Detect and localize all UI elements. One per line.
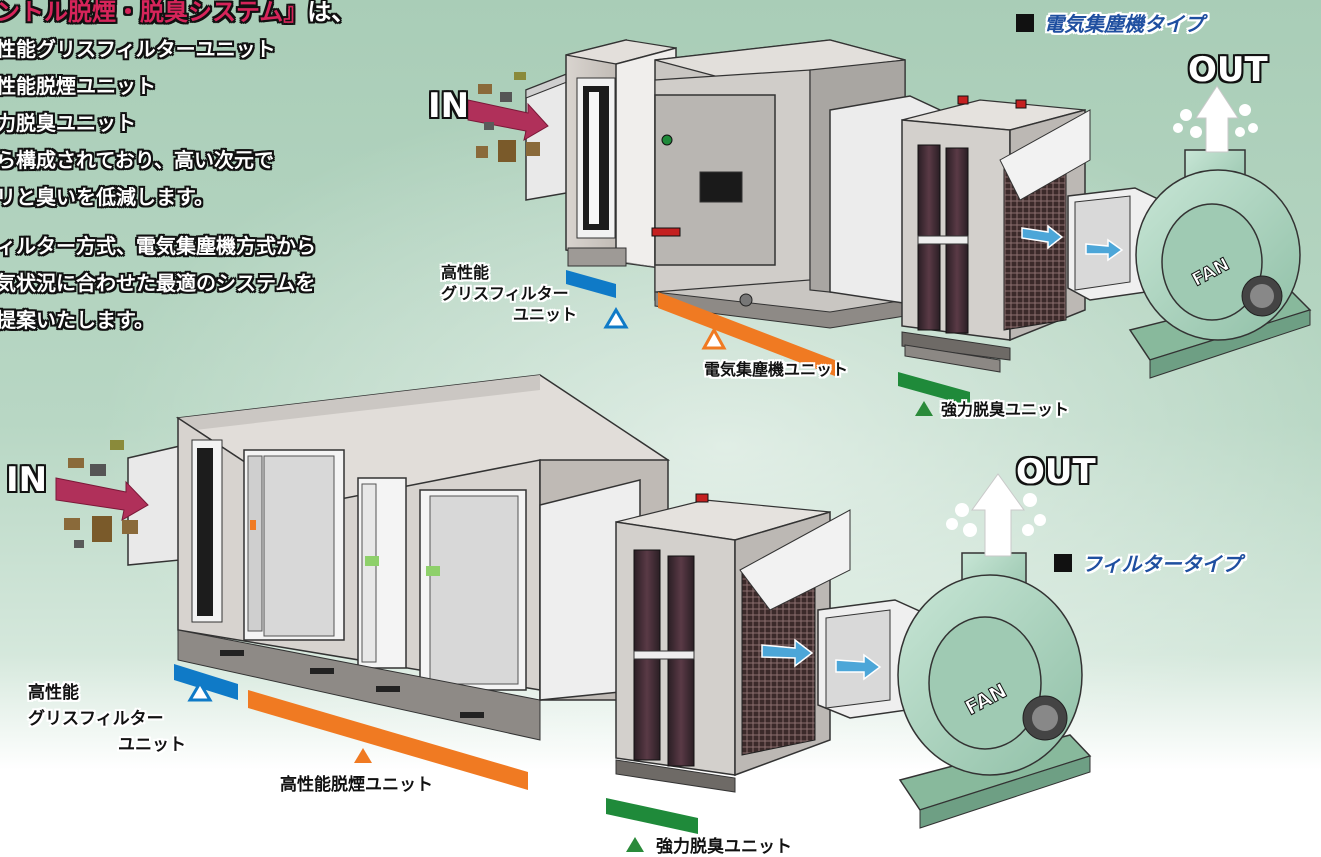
top-grease-label-line: グリスフィルター (441, 284, 569, 303)
top-out-arrow (1173, 85, 1258, 153)
top-out-label: OUT (1188, 50, 1268, 90)
bottom-in-arrow (55, 477, 149, 521)
square-bullet-icon (1016, 13, 1034, 32)
top-grease-triangle-icon (603, 307, 629, 329)
bottom-smoke-label: 高性能脱煙ユニット (280, 775, 433, 795)
top-system (467, 39, 1312, 406)
intro-text: ントル脱煙・脱臭システム』は、 性能グリスフィルターユニット 性能脱煙ユニット … (0, 0, 355, 339)
top-in-arrow (467, 99, 549, 142)
top-esp-bar (658, 292, 840, 378)
top-in-label: IN (428, 86, 470, 126)
top-grease-label: 高性能 グリスフィルター ユニット (441, 262, 577, 325)
bottom-in-label: IN (6, 460, 48, 500)
top-esp-label: 電気集塵機ユニット (704, 360, 849, 379)
bottom-outlet-duct (817, 599, 936, 719)
intro-line: 気状況に合わせた最適のシステムを (0, 271, 316, 295)
bottom-grease-label-line: 高性能 (28, 683, 79, 703)
top-esp-triangle-icon (701, 326, 727, 350)
bottom-system (55, 374, 1092, 834)
intro-line: 性能脱煙ユニット (0, 74, 156, 98)
intro-lead: ントル脱煙・脱臭システム』は、 (0, 0, 355, 31)
intro-line: 力脱臭ユニット (0, 111, 136, 135)
triangle-up-icon (626, 837, 644, 852)
square-bullet-icon (1054, 553, 1072, 572)
bottom-grease-label-line: ユニット (118, 735, 186, 755)
bottom-out-arrow (946, 473, 1046, 557)
top-flow-arrows (1021, 224, 1124, 262)
bottom-grease-triangle-icon (187, 680, 213, 702)
bottom-smoke-bar (248, 690, 528, 790)
top-particles (476, 72, 540, 162)
bottom-flow-arrows (761, 638, 882, 681)
top-type-label: 電気集塵機タイプ (1016, 8, 1204, 37)
intro-line: 性能グリスフィルターユニット (0, 37, 276, 61)
top-grease-bar (566, 270, 616, 298)
bottom-fan (897, 552, 1092, 829)
bottom-deodor-unit (615, 493, 851, 793)
intro-line: 提案いたします。 (0, 308, 154, 332)
triangle-up-icon (915, 400, 933, 416)
bottom-grease-bar (174, 664, 238, 700)
intro-line: ィルター方式、電気集塵機方式から (0, 234, 316, 258)
top-grease-label-line: 高性能 (441, 263, 490, 282)
intro-lead-system-name: ントル脱煙・脱臭システム』 (0, 0, 308, 26)
intro-line: ら構成されており、高い次元で (0, 148, 274, 172)
top-type-label-text: 電気集塵機タイプ (1044, 12, 1204, 36)
bottom-grease-label-line: グリスフィルター (28, 709, 164, 729)
bottom-deodor-label-text: 強力脱臭ユニット (656, 837, 792, 857)
top-deodor-unit (901, 95, 1091, 373)
top-inlet-duct (525, 70, 573, 201)
intro-lead-tail: は、 (307, 0, 356, 26)
bottom-smoke-triangle-icon (354, 748, 372, 763)
top-deodor-label-text: 強力脱臭ユニット (941, 400, 1070, 419)
bottom-grease-label: 高性能 グリスフィルター ユニット (28, 680, 186, 758)
intro-line (0, 216, 355, 228)
top-grease-label-line: ユニット (513, 305, 578, 324)
bottom-out-label: OUT (1016, 452, 1096, 492)
intro-line: リと臭いを低減します。 (0, 185, 214, 209)
top-deodor-label: 強力脱臭ユニット (915, 396, 1069, 420)
bottom-type-label: フィルタータイプ (1054, 548, 1242, 577)
top-fan (1128, 149, 1312, 379)
bottom-particles (64, 440, 138, 548)
bottom-deodor-label: 強力脱臭ユニット (626, 832, 792, 857)
bottom-deodor-bar (606, 798, 698, 834)
bottom-type-label-text: フィルタータイプ (1082, 552, 1242, 576)
top-deodor-bar (898, 372, 970, 406)
